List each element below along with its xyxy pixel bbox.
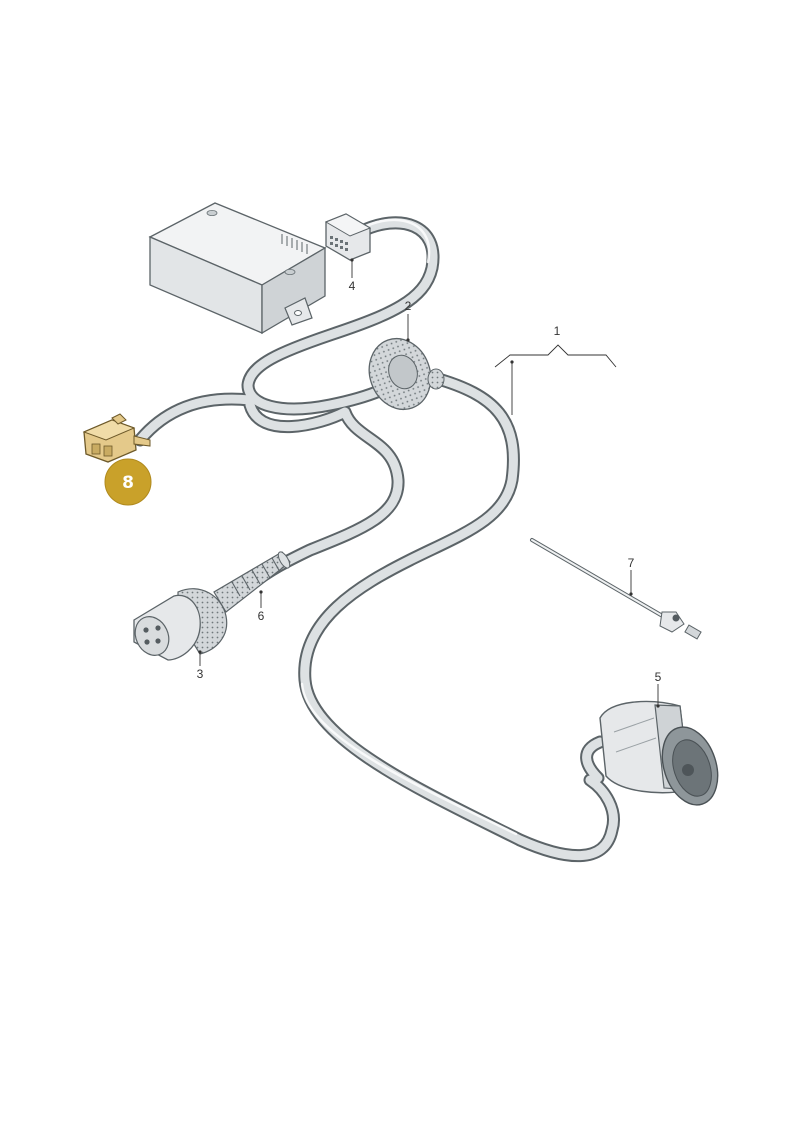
control-module [148,202,327,335]
part-4-plug-connector [324,213,372,261]
callout-5: 5 [655,670,662,684]
callout-2: 2 [405,299,412,313]
part-3-round-connector [133,588,228,661]
part-2-grommet [368,337,445,411]
callout-7: 7 [628,556,635,570]
highlight-badge: 8 [104,458,152,506]
leader-lines [198,258,660,708]
callout-4: 4 [349,279,356,293]
callout-labels: 1 2 3 4 5 6 7 [197,279,662,684]
cable-harness [133,216,620,863]
badge-label: 8 [122,473,134,493]
callout-3: 3 [197,667,204,681]
callout-1: 1 [554,324,561,338]
part-5-trailer-socket [599,700,719,806]
part-8-small-connector [82,413,151,463]
callout-6: 6 [258,609,265,623]
part-7-cable-tie [530,538,702,640]
part-6-bellows-sleeve [213,551,291,613]
